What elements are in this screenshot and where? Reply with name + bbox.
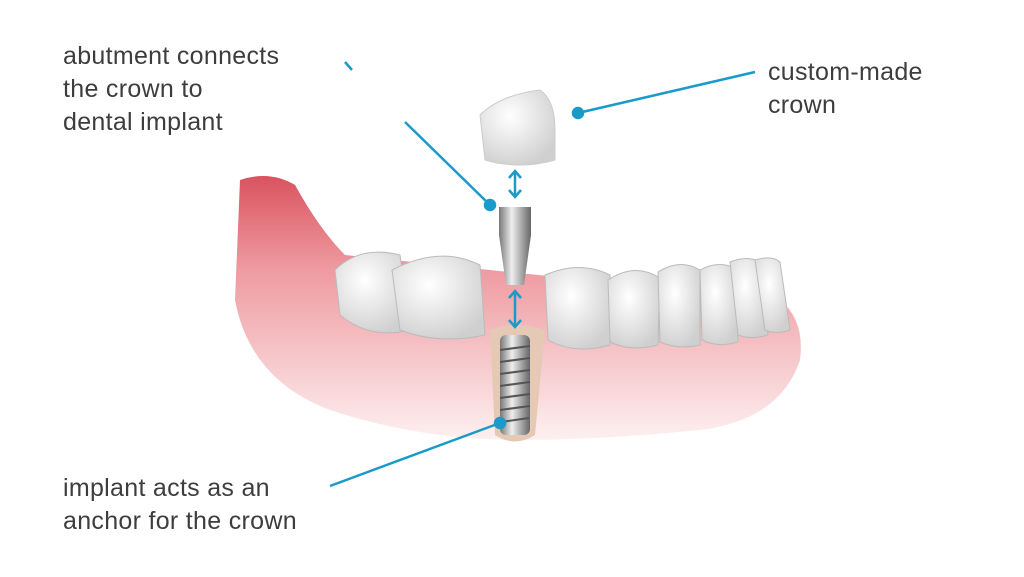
crown — [479, 89, 556, 166]
label-line: anchor for the crown — [63, 507, 297, 535]
label-line: the crown to — [63, 75, 203, 103]
label-line: abutment connects — [63, 42, 280, 70]
teeth — [334, 251, 791, 350]
label-line: crown — [768, 91, 837, 119]
label-line: dental implant — [63, 108, 223, 136]
abutment-label: abutment connects the crown to dental im… — [63, 40, 279, 139]
gum — [235, 176, 801, 440]
label-line: custom-made — [768, 58, 923, 86]
abutment — [499, 207, 531, 285]
implant-screw — [499, 335, 531, 435]
label-line: implant acts as an — [63, 474, 270, 502]
double-arrow-icon — [508, 169, 522, 329]
implant-label: implant acts as an anchor for the crown — [63, 472, 297, 538]
crown-label: custom-made crown — [768, 56, 923, 122]
leader-lines — [329, 61, 756, 488]
